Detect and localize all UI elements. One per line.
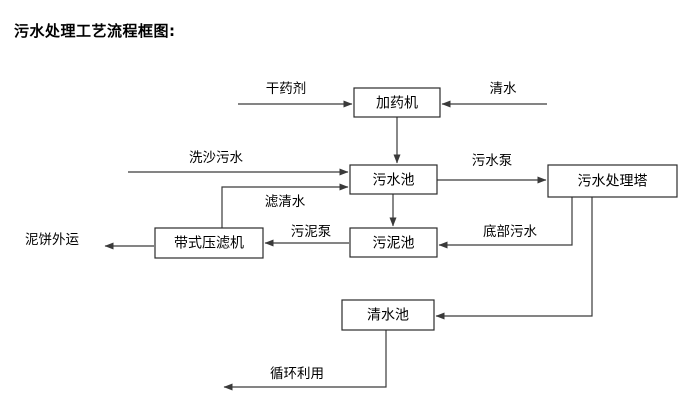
node-sewage-treatment-tower[interactable]: 污水处理塔: [547, 164, 678, 198]
edge-label-sewage-pump: 污水泵: [472, 153, 513, 169]
edge-recycle-out: 循环利用: [223, 330, 387, 391]
edge-label-filtrate: 滤清水: [265, 194, 306, 210]
edge-label-sludge-pump: 污泥泵: [291, 224, 332, 240]
edge-label-mud-cake: 泥饼外运: [25, 232, 79, 248]
page-title: 污水处理工艺流程框图:: [14, 22, 176, 40]
edge-tower-to-clearpool: [435, 197, 593, 320]
node-box-clearpool[interactable]: [341, 299, 435, 331]
node-box-dosing[interactable]: [353, 87, 441, 118]
edge-line-filtrate: [221, 183, 349, 228]
node-box-press[interactable]: [154, 227, 264, 259]
node-dosing-machine[interactable]: 加药机: [353, 87, 441, 118]
node-belt-filter-press[interactable]: 带式压滤机: [154, 227, 264, 259]
edge-label-clean-water: 清水: [490, 81, 518, 97]
edge-filtrate: 滤清水: [221, 183, 349, 228]
edge-label-dry-agent: 干药剂: [266, 81, 307, 97]
node-box-sludge[interactable]: [349, 227, 438, 258]
edge-mud-cake-out: 泥饼外运: [25, 232, 154, 250]
edge-line-recycle: [223, 330, 387, 391]
node-label-sludge: 污泥池: [373, 236, 415, 252]
node-label-tower: 污水处理塔: [578, 174, 648, 190]
edge-sludge-pump: 污泥泵: [264, 224, 349, 247]
node-box-sewage[interactable]: [349, 164, 438, 195]
node-label-press: 带式压滤机: [174, 236, 244, 252]
edge-label-recycle: 循环利用: [270, 366, 324, 382]
edge-sewage-pump: 污水泵: [437, 153, 547, 184]
node-label-dosing: 加药机: [376, 96, 418, 112]
node-clear-water-pool[interactable]: 清水池: [341, 299, 435, 331]
node-sewage-pool[interactable]: 污水池: [349, 164, 438, 195]
node-box-tower[interactable]: [547, 164, 678, 198]
edge-line-bottom-sewage: [438, 197, 573, 249]
edge-line-tower-clearpool: [435, 197, 593, 320]
edge-label-bottom-sewage: 底部污水: [483, 224, 537, 240]
node-label-sewage: 污水池: [373, 173, 415, 189]
edge-label-wash-sand: 洗沙污水: [189, 150, 243, 166]
edge-clean-water-in: 清水: [441, 81, 547, 108]
node-label-clearpool: 清水池: [367, 308, 409, 324]
edge-dry-agent-in: 干药剂: [238, 81, 353, 108]
node-sludge-pool[interactable]: 污泥池: [349, 227, 438, 258]
edge-wash-sand-in: 洗沙污水: [128, 150, 349, 176]
edge-bottom-sewage: 底部污水: [438, 197, 573, 249]
